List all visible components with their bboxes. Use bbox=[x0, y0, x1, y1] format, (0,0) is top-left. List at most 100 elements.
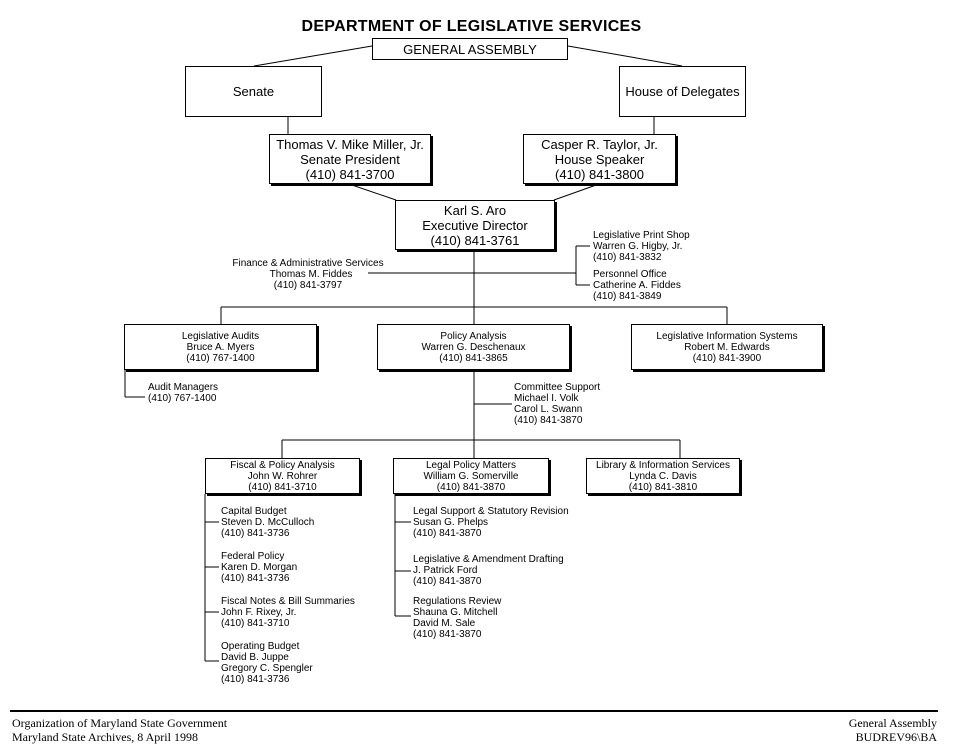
finance-phone: (410) 841-3797 bbox=[273, 280, 343, 291]
personnel-title: Personnel Office bbox=[593, 269, 667, 280]
regulations-phone: (410) 841-3870 bbox=[413, 629, 482, 640]
house-speaker-box: Casper R. Taylor, Jr. House Speaker (410… bbox=[523, 134, 676, 184]
executive-director-name: Karl S. Aro bbox=[443, 202, 507, 218]
connector-line bbox=[567, 45, 683, 67]
legal-box: Legal Policy Matters William G. Somervil… bbox=[393, 458, 549, 494]
senate-president-name: Thomas V. Mike Miller, Jr. bbox=[276, 136, 424, 152]
legal-phone: (410) 841-3870 bbox=[436, 481, 506, 493]
print-shop-phone: (410) 841-3832 bbox=[593, 252, 662, 263]
personnel-unit: Personnel Office Catherine A. Fiddes (41… bbox=[593, 269, 681, 302]
library-name: Lynda C. Davis bbox=[629, 470, 697, 482]
operating-budget-unit: Operating Budget David B. Juppe Gregory … bbox=[221, 641, 313, 685]
operating-budget-phone: (410) 841-3736 bbox=[221, 674, 290, 685]
footer-right-line-1: General Assembly bbox=[848, 716, 937, 730]
fiscal-box: Fiscal & Policy Analysis John W. Rohrer … bbox=[205, 458, 360, 494]
drafting-title: Legislative & Amendment Drafting bbox=[413, 554, 564, 565]
committee-support-title: Committee Support bbox=[514, 382, 601, 393]
audit-managers-title: Audit Managers bbox=[148, 382, 219, 393]
capital-budget-phone: (410) 841-3736 bbox=[221, 528, 290, 539]
fiscal-notes-title: Fiscal Notes & Bill Summaries bbox=[221, 596, 355, 607]
senate-president-box: Thomas V. Mike Miller, Jr. Senate Presid… bbox=[269, 134, 431, 184]
finance-title: Finance & Administrative Services bbox=[232, 258, 384, 269]
footer-left: Organization of Maryland State Governmen… bbox=[12, 716, 227, 744]
federal-policy-name: Karen D. Morgan bbox=[221, 562, 298, 573]
info-systems-name: Robert M. Edwards bbox=[684, 341, 770, 353]
audits-title: Legislative Audits bbox=[181, 330, 260, 342]
footer-left-line-1: Organization of Maryland State Governmen… bbox=[12, 716, 228, 730]
audits-name: Bruce A. Myers bbox=[186, 341, 255, 353]
footer-right: General Assembly BUDREV96\BA bbox=[849, 716, 937, 744]
executive-director-role: Executive Director bbox=[422, 217, 528, 233]
executive-director-phone: (410) 841-3761 bbox=[430, 232, 520, 248]
house-label: House of Delegates bbox=[625, 84, 740, 99]
operating-budget-title: Operating Budget bbox=[221, 641, 300, 652]
federal-policy-title: Federal Policy bbox=[221, 551, 285, 562]
connector-line bbox=[348, 183, 397, 201]
operating-budget-name-2: Gregory C. Spengler bbox=[221, 663, 313, 674]
drafting-name: J. Patrick Ford bbox=[413, 565, 478, 576]
legal-title: Legal Policy Matters bbox=[425, 459, 517, 471]
personnel-phone: (410) 841-3849 bbox=[593, 291, 662, 302]
capital-budget-unit: Capital Budget Steven D. McCulloch (410)… bbox=[221, 506, 314, 539]
audits-box: Legislative Audits Bruce A. Myers (410) … bbox=[124, 324, 317, 370]
regulations-title: Regulations Review bbox=[413, 596, 502, 607]
fiscal-phone: (410) 841-3710 bbox=[248, 481, 317, 493]
print-shop-name: Warren G. Higby, Jr. bbox=[593, 241, 683, 252]
fiscal-notes-name: John F. Rixey, Jr. bbox=[221, 607, 297, 618]
committee-support-name-2: Carol L. Swann bbox=[514, 404, 583, 415]
library-title: Library & Information Services bbox=[596, 459, 730, 471]
fiscal-notes-unit: Fiscal Notes & Bill Summaries John F. Ri… bbox=[221, 596, 355, 629]
capital-budget-name: Steven D. McCulloch bbox=[221, 517, 315, 528]
policy-analysis-box: Policy Analysis Warren G. Deschenaux (41… bbox=[377, 324, 570, 370]
print-shop-unit: Legislative Print Shop Warren G. Higby, … bbox=[593, 230, 690, 263]
federal-policy-unit: Federal Policy Karen D. Morgan (410) 841… bbox=[221, 551, 297, 584]
audit-managers-phone: (410) 767-1400 bbox=[148, 393, 217, 404]
regulations-name-1: Shauna G. Mitchell bbox=[413, 607, 498, 618]
audits-phone: (410) 767-1400 bbox=[186, 352, 255, 364]
audit-managers-unit: Audit Managers (410) 767-1400 bbox=[148, 382, 218, 404]
legal-name: William G. Somerville bbox=[423, 470, 519, 482]
fiscal-title: Fiscal & Policy Analysis bbox=[230, 459, 335, 471]
footer-right-line-2: BUDREV96\BA bbox=[855, 730, 937, 744]
drafting-phone: (410) 841-3870 bbox=[413, 576, 482, 587]
policy-analysis-phone: (410) 841-3865 bbox=[439, 352, 508, 364]
senate-president-phone: (410) 841-3700 bbox=[305, 166, 395, 182]
fiscal-notes-phone: (410) 841-3710 bbox=[221, 618, 290, 629]
capital-budget-title: Capital Budget bbox=[221, 506, 287, 517]
personnel-name: Catherine A. Fiddes bbox=[593, 280, 681, 291]
house-speaker-role: House Speaker bbox=[554, 151, 645, 167]
info-systems-title: Legislative Information Systems bbox=[656, 330, 798, 342]
fiscal-name: John W. Rohrer bbox=[247, 470, 318, 482]
drafting-unit: Legislative & Amendment Drafting J. Patr… bbox=[413, 554, 564, 587]
legal-support-name: Susan G. Phelps bbox=[413, 517, 489, 528]
operating-budget-name-1: David B. Juppe bbox=[221, 652, 289, 663]
house-box: House of Delegates bbox=[619, 66, 746, 117]
senate-president-role: Senate President bbox=[300, 151, 400, 167]
footer-left-line-2: Maryland State Archives, 8 April 1998 bbox=[12, 730, 198, 744]
legal-support-phone: (410) 841-3870 bbox=[413, 528, 482, 539]
legal-support-title: Legal Support & Statutory Revision bbox=[413, 506, 569, 517]
regulations-unit: Regulations Review Shauna G. Mitchell Da… bbox=[413, 596, 501, 640]
regulations-name-2: David M. Sale bbox=[413, 618, 476, 629]
print-shop-title: Legislative Print Shop bbox=[593, 230, 690, 241]
policy-analysis-name: Warren G. Deschenaux bbox=[421, 341, 526, 353]
connector-line bbox=[553, 183, 600, 201]
page-title: DEPARTMENT OF LEGISLATIVE SERVICES bbox=[301, 18, 642, 35]
info-systems-phone: (410) 841-3900 bbox=[692, 352, 762, 364]
house-speaker-phone: (410) 841-3800 bbox=[555, 166, 644, 182]
finance-name: Thomas M. Fiddes bbox=[269, 269, 353, 280]
committee-support-unit: Committee Support Michael I. Volk Carol … bbox=[514, 382, 600, 426]
federal-policy-phone: (410) 841-3736 bbox=[221, 573, 290, 584]
senate-label: Senate bbox=[232, 84, 275, 99]
general-assembly-box: GENERAL ASSEMBLY bbox=[372, 38, 568, 60]
committee-support-name-1: Michael I. Volk bbox=[514, 393, 579, 404]
policy-analysis-title: Policy Analysis bbox=[440, 330, 507, 342]
senate-box: Senate bbox=[185, 66, 322, 117]
connector-line bbox=[253, 45, 373, 67]
legal-support-unit: Legal Support & Statutory Revision Susan… bbox=[413, 506, 569, 539]
executive-director-box: Karl S. Aro Executive Director (410) 841… bbox=[395, 200, 555, 250]
general-assembly-label: GENERAL ASSEMBLY bbox=[403, 41, 537, 57]
house-speaker-name: Casper R. Taylor, Jr. bbox=[541, 136, 658, 152]
finance-unit: Finance & Administrative Services Thomas… bbox=[226, 258, 390, 291]
